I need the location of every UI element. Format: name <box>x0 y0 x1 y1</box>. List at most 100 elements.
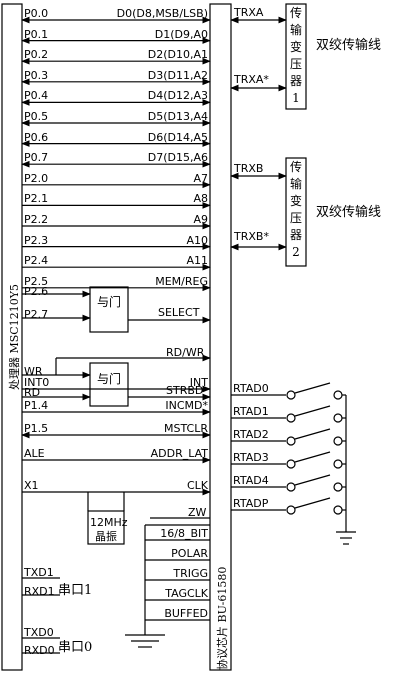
serial-port-0-label: 串口0 <box>58 640 93 655</box>
trxa-star-pin-label: TRXA* <box>234 73 269 86</box>
chip-pin-label: A11 <box>186 254 208 268</box>
rtad-switch-contact <box>333 505 343 515</box>
processor-pin-label: P2.5 <box>24 274 49 288</box>
strbd-pin-label: STRBD <box>166 384 204 397</box>
processor-pin-label: P1.5 <box>24 422 49 435</box>
processor-pin-label: P0.3 <box>24 68 49 82</box>
and-gate-2-box <box>89 362 129 407</box>
chip-pin-label: MEM/REG <box>155 274 208 288</box>
rtad-pin-label: RTAD3 <box>233 451 269 464</box>
txd0-pin-label: TXD0 <box>24 626 54 639</box>
chip-pin-label: INCMD* <box>165 399 208 412</box>
rtad-switch-contact <box>286 505 296 515</box>
chip-pin-label: D5(D13,A4 <box>147 110 208 123</box>
processor-pin-label: P2.0 <box>24 171 49 185</box>
twisted-pair-line-1-label: 双绞传输线 <box>316 38 382 53</box>
protocol-chip-block <box>209 3 232 671</box>
transformer-2-label: 传 输 变 压 器 2 <box>289 160 302 259</box>
processor-pin-label: P0.0 <box>24 7 49 20</box>
rtad-switch-contact <box>286 482 296 492</box>
tied-pin-label: POLAR <box>171 547 208 560</box>
rtad-pin-label: RTADP <box>233 497 269 510</box>
chip-pin-label: A9 <box>193 213 208 226</box>
crystal-box <box>87 510 125 545</box>
chip-pin-label: MSTCLR <box>164 422 208 435</box>
rtad-switch-contact <box>333 482 343 492</box>
processor-block <box>1 3 23 671</box>
zw-pin-label: ZW <box>188 506 207 519</box>
trxa-pin-label: TRXA <box>234 6 264 19</box>
processor-pin-label: P2.3 <box>24 233 49 247</box>
processor-pin-label: P1.4 <box>24 399 49 412</box>
processor-pin-label: P0.7 <box>24 151 49 165</box>
tied-pin-label: 16/8_BIT <box>160 527 208 540</box>
chip-pin-label: ADDR_LAT <box>150 447 208 460</box>
and-gate-2-input-wr: WR <box>24 365 43 378</box>
rd-wr-pin-label: RD/WR <box>166 346 205 359</box>
rtad-switch-contact <box>286 413 296 423</box>
rtad-pin-label: RTAD0 <box>233 382 269 395</box>
processor-pin-label: P0.1 <box>24 27 49 41</box>
and-gate-2-input-rd: RD <box>24 386 41 399</box>
transformer-1-label: 传 输 变 压 器 1 <box>289 6 302 105</box>
rtad-switch-contact <box>333 390 343 400</box>
select-pin-label: SELECT <box>158 306 200 319</box>
serial-port-1-label: 串口1 <box>58 583 93 598</box>
processor-pin-label: P0.4 <box>24 89 49 103</box>
and-gate-1-box <box>89 286 129 333</box>
chip-pin-label: D2(D10,A1 <box>147 48 208 62</box>
chip-pin-label: A7 <box>193 171 208 185</box>
processor-pin-label: P2.4 <box>24 254 49 268</box>
processor-pin-label: P0.5 <box>24 110 49 123</box>
txd1-pin-label: TXD1 <box>24 566 54 579</box>
rtad-switch-contact <box>333 459 343 469</box>
chip-pin-label: INT <box>189 376 208 389</box>
tied-pin-label: TRIGG <box>173 567 208 580</box>
rtad-switch-contact <box>333 413 343 423</box>
twisted-pair-line-2-label: 双绞传输线 <box>316 205 382 220</box>
rtad-switch-contact <box>286 459 296 469</box>
chip-pin-label: D4(D12,A3 <box>147 89 208 103</box>
rxd1-pin-label: RXD1 <box>24 585 55 598</box>
rtad-switch-blade <box>294 474 331 486</box>
processor-pin-label: P0.6 <box>24 130 49 144</box>
chip-pin-label: A10 <box>186 233 208 247</box>
rtad-switch-blade <box>294 405 331 417</box>
processor-pin-label: ALE <box>24 447 45 460</box>
rtad-switch-blade <box>294 497 331 509</box>
processor-pin-label: X1 <box>24 479 39 492</box>
rtad-switch-blade <box>294 428 331 440</box>
processor-label: 处理器 MSC1210Y5 <box>8 284 21 390</box>
tied-pin-label: TAGCLK <box>165 587 208 600</box>
rtad-switch-contact <box>286 436 296 446</box>
rtad-switch-blade <box>294 382 331 394</box>
chip-pin-label: D1(D9,A0 <box>154 27 208 41</box>
rxd0-pin-label: RXD0 <box>24 644 55 657</box>
and-gate-1-input-p27: P2.7 <box>24 308 49 321</box>
processor-pin-label: P2.1 <box>24 192 49 206</box>
processor-pin-label: P0.2 <box>24 48 49 62</box>
trxb-star-pin-label: TRXB* <box>234 230 269 243</box>
trxb-pin-label: TRXB <box>234 162 264 175</box>
chip-pin-label: D3(D11,A2 <box>147 68 208 82</box>
rtad-pin-label: RTAD1 <box>233 405 269 418</box>
chip-pin-label: CLK <box>186 479 208 492</box>
chip-pin-label: A8 <box>193 192 208 206</box>
crystal-label: 晶振 <box>95 530 117 543</box>
and-gate-2-label: 与门 <box>97 372 122 386</box>
chip-pin-label: D6(D14,A5 <box>147 130 208 144</box>
transformer-2-box <box>285 157 307 267</box>
tied-pin-label: BUFFED <box>164 607 208 620</box>
and-gate-1-input-p26: P2.6 <box>24 285 49 298</box>
processor-pin-label: INT0 <box>24 376 50 389</box>
chip-pin-label: D0(D8,MSB/LSB) <box>116 7 208 20</box>
rtad-switch-contact <box>286 390 296 400</box>
protocol-chip-label: 协议芯片 BU-61580 <box>216 566 229 670</box>
rtad-switch-blade <box>294 451 331 463</box>
rtad-pin-label: RTAD2 <box>233 428 269 441</box>
rtad-switch-contact <box>333 436 343 446</box>
and-gate-1-label: 与门 <box>97 295 122 309</box>
chip-pin-label: D7(D15,A6 <box>147 151 208 165</box>
crystal-freq-label: 12MHz <box>90 516 128 529</box>
